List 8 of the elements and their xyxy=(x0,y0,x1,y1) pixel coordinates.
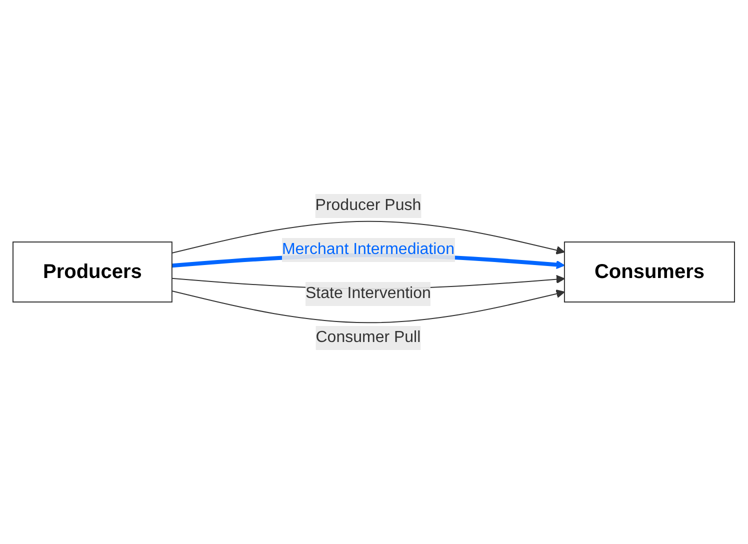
edge-label: State Intervention xyxy=(306,285,432,302)
edge-label: Producer Push xyxy=(316,197,422,214)
edge-label: Merchant Intermediation xyxy=(282,241,455,258)
arrow xyxy=(172,220,566,255)
node-box: Consumers xyxy=(564,242,736,302)
arrow xyxy=(172,289,566,324)
edge-label: Consumer Pull xyxy=(316,329,421,346)
node-box: Producers xyxy=(12,242,173,302)
